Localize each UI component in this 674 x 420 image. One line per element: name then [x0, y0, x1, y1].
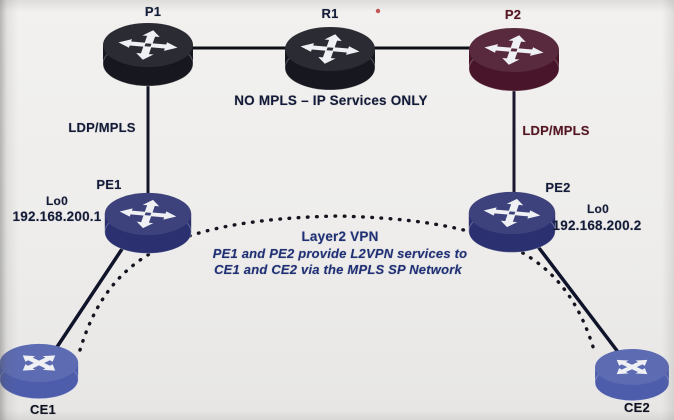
router-r1-icon: [284, 26, 376, 91]
core-note: NO MPLS – IP Services ONLY: [234, 93, 428, 108]
pe2-loopback-name: Lo0: [587, 202, 609, 216]
link-pe2-ce2: [531, 238, 620, 354]
node-label-ce1: CE1: [30, 402, 56, 417]
node-label-p2: P2: [504, 7, 522, 22]
vpn-description-line2: CE1 and CE2 via the MPLS SP Network: [214, 262, 462, 277]
router-pe2-icon: [468, 191, 556, 253]
vpn-title: Layer2 VPN: [301, 229, 379, 244]
router-ce2-icon: [594, 348, 670, 402]
vpn-description-line1: PE1 and PE2 provide L2VPN services to: [212, 246, 468, 261]
node-label-pe1: PE1: [96, 177, 122, 192]
router-pe1-icon: [104, 192, 192, 254]
photo-artifact-dot: [375, 8, 381, 14]
router-p1-icon: [102, 22, 194, 87]
pe1-loopback-name: Lo0: [46, 194, 68, 208]
router-p2-icon: [468, 27, 560, 92]
l2vpn-tunnel-arc: [78, 214, 596, 352]
pe2-loopback-ip: 192.168.200.2: [552, 218, 642, 233]
node-label-p1: P1: [144, 4, 162, 19]
link-label-ldp-mpls-right: LDP/MPLS: [522, 123, 590, 138]
node-label-pe2: PE2: [545, 180, 571, 195]
link-pe1-ce1: [53, 239, 130, 351]
node-label-ce2: CE2: [624, 400, 650, 415]
link-label-ldp-mpls-left: LDP/MPLS: [68, 120, 136, 135]
router-ce1-icon: [0, 343, 79, 400]
node-label-r1: R1: [321, 6, 339, 21]
pe1-loopback-ip: 192.168.200.1: [12, 209, 102, 224]
